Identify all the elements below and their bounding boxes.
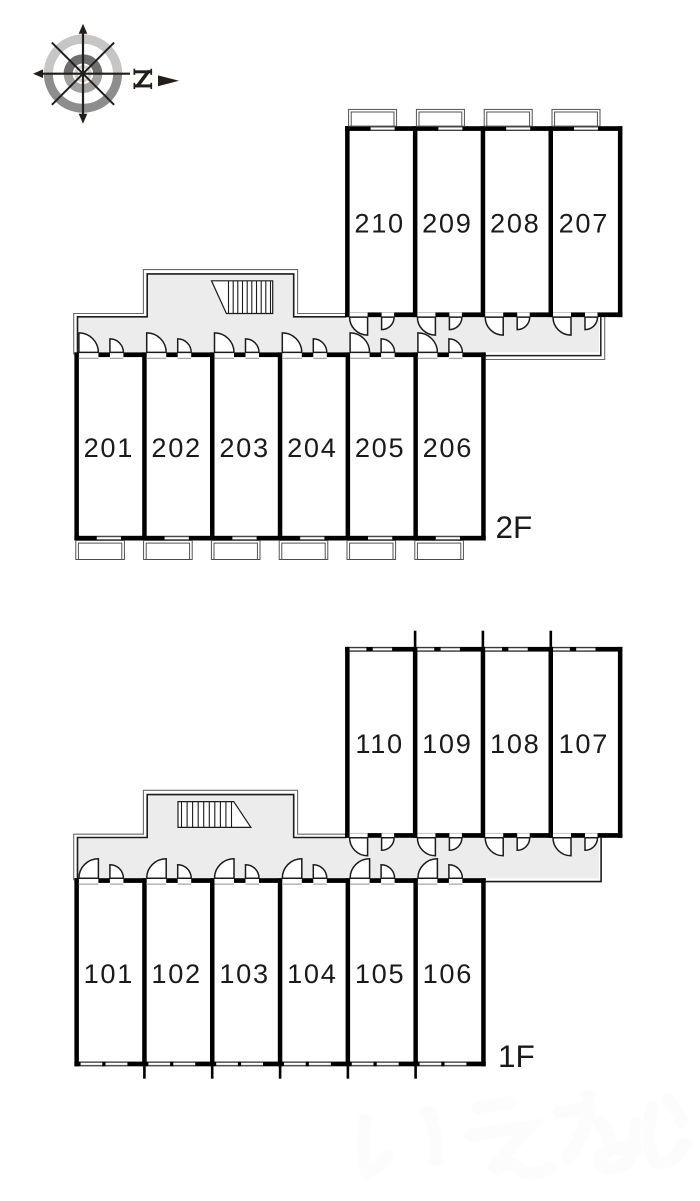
svg-text:103: 103 — [219, 958, 269, 989]
svg-text:108: 108 — [490, 728, 540, 759]
svg-text:2F: 2F — [496, 509, 533, 545]
svg-text:206: 206 — [423, 432, 473, 463]
svg-text:107: 107 — [559, 728, 609, 759]
svg-text:207: 207 — [559, 207, 609, 238]
svg-text:209: 209 — [422, 207, 472, 238]
svg-text:106: 106 — [423, 958, 473, 989]
svg-text:1F: 1F — [498, 1038, 535, 1074]
svg-text:110: 110 — [355, 728, 403, 759]
svg-text:205: 205 — [355, 432, 405, 463]
svg-text:102: 102 — [151, 958, 201, 989]
svg-text:201: 201 — [84, 432, 134, 463]
svg-text:203: 203 — [219, 432, 269, 463]
svg-text:101: 101 — [84, 958, 134, 989]
svg-text:204: 204 — [287, 432, 337, 463]
svg-text:104: 104 — [287, 958, 337, 989]
svg-text:109: 109 — [422, 728, 472, 759]
svg-text:202: 202 — [151, 432, 201, 463]
svg-text:210: 210 — [354, 207, 404, 238]
svg-text:208: 208 — [490, 207, 540, 238]
svg-text:105: 105 — [355, 958, 405, 989]
